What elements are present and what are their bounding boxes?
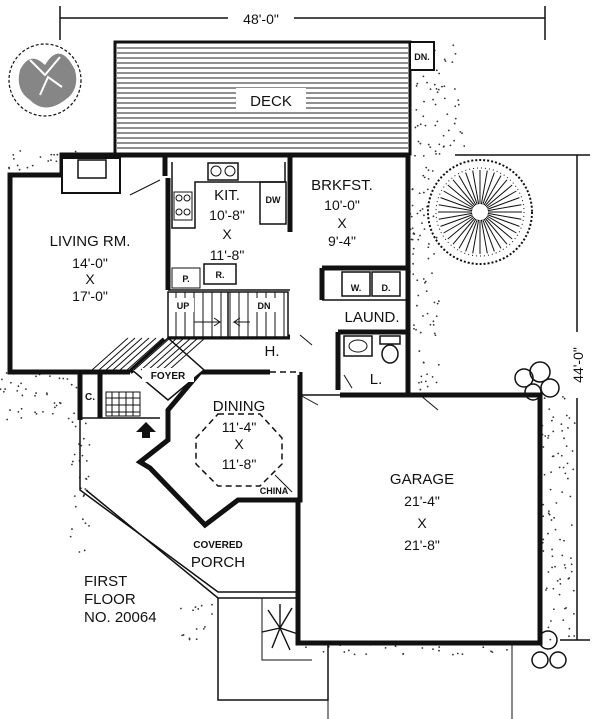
garage-depth: 21'-8" [404, 537, 440, 553]
foyer-name: FOYER [151, 371, 186, 382]
porch-line1: COVERED [193, 540, 242, 551]
kitchen-width: 10'-8" [209, 207, 245, 223]
kitchen-counters: DW R. P. [171, 162, 287, 289]
washer-label: W. [351, 283, 362, 293]
tree-right [427, 159, 533, 265]
dimension-overall-width: 48'-0" [59, 6, 546, 40]
breakfast-depth: 9'-4" [328, 233, 356, 249]
lavatory-fixtures [343, 335, 401, 364]
living-room-x: X [85, 271, 95, 287]
porch-labels: COVERED PORCH [191, 540, 245, 571]
breakfast-x: X [337, 215, 347, 231]
dining-depth: 11'-8" [222, 456, 257, 472]
caption-line2: FLOOR [84, 591, 136, 608]
living-room-depth: 17'-0" [72, 288, 108, 304]
living-room-name: LIVING RM. [50, 233, 131, 250]
stairs: UP DN [167, 291, 289, 338]
tree-top-left [8, 43, 82, 117]
foyer-tile [91, 336, 206, 417]
plan-caption: FIRST FLOOR NO. 20064 [84, 573, 157, 626]
breakfast-name: BRKFST. [311, 177, 373, 194]
refrigerator-label: R. [216, 270, 225, 280]
dining-labels: DINING 11'-4" X 11'-8" [213, 398, 266, 472]
kitchen-x: X [222, 226, 232, 242]
entry-arrow [136, 422, 156, 438]
kitchen-name: KIT. [214, 187, 240, 204]
garage-x: X [417, 515, 427, 531]
breakfast-labels: BRKFST. 10'-0" X 9'-4" [311, 177, 373, 249]
dishwasher-label: DW [266, 195, 281, 205]
kitchen-depth: 11'-8" [210, 247, 245, 263]
garage-width: 21'-4" [404, 493, 440, 509]
shrub-bottom-right [531, 630, 567, 669]
china-label: CHINA [260, 486, 289, 496]
dining-table-outline [195, 413, 283, 487]
hall-openings [270, 369, 301, 395]
living-room-labels: LIVING RM. 14'-0" X 17'-0" [50, 233, 131, 304]
dining-x: X [234, 436, 244, 452]
overall-depth-label: 44'-0" [570, 347, 586, 383]
stair-up-label: UP [177, 301, 190, 311]
porch [79, 420, 513, 719]
closet-name: C. [85, 392, 95, 403]
fireplace [61, 157, 121, 194]
living-room-width: 14'-0" [72, 255, 108, 271]
lav-name: L. [370, 371, 383, 388]
caption-line1: FIRST [84, 573, 127, 590]
hall-name: H. [265, 343, 280, 360]
garage-name: GARAGE [390, 471, 454, 488]
shrub-right [514, 361, 560, 401]
shrub-bottom-center [261, 604, 299, 651]
kitchen-labels: KIT. 10'-8" X 11'-8" [209, 187, 245, 263]
dining-width: 11'-4" [222, 419, 257, 435]
deck-stair-label: DN. [414, 52, 430, 62]
garage-labels: GARAGE 21'-4" X 21'-8" [390, 471, 454, 553]
pantry-label: P. [182, 274, 189, 284]
porch-line2: PORCH [191, 554, 245, 571]
deck: DN. DECK [113, 40, 435, 156]
deck-label: DECK [250, 93, 292, 110]
caption-line3: NO. 20064 [84, 609, 157, 626]
stair-down-label: DN [258, 301, 271, 311]
dryer-label: D. [382, 283, 391, 293]
breakfast-width: 10'-0" [324, 197, 360, 213]
door-swings [129, 179, 439, 493]
overall-width-label: 48'-0" [243, 11, 279, 27]
laundry-name: LAUND. [344, 309, 399, 326]
dining-name: DINING [213, 398, 266, 415]
dimension-overall-depth: 44'-0" [455, 154, 590, 641]
laundry-appliances: W. D. [341, 271, 401, 297]
